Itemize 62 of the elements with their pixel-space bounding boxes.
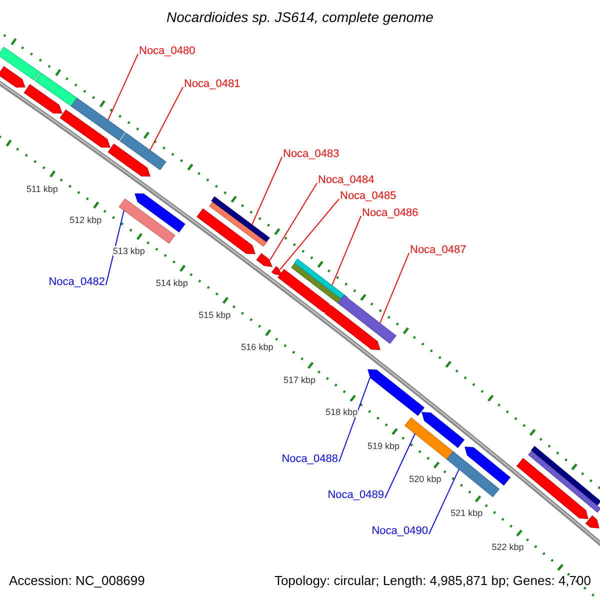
gene-feature xyxy=(422,412,465,448)
gene-label: Noca_0489 xyxy=(328,489,384,501)
scale-label: 518 kbp xyxy=(326,407,358,418)
gene-feature xyxy=(585,515,600,528)
leader-line xyxy=(384,433,416,498)
gene-block xyxy=(118,198,176,244)
gene-feature xyxy=(271,266,283,276)
gene-feature xyxy=(24,84,62,114)
leader-line xyxy=(106,210,124,286)
gene-block xyxy=(211,196,270,242)
scale-label: 521 kbp xyxy=(450,508,483,518)
gene-feature xyxy=(368,369,425,416)
scale-label: 514 kbp xyxy=(156,278,188,288)
scale-label: 519 kbp xyxy=(368,440,400,451)
gene-label: Noca_0480 xyxy=(139,45,196,57)
scale-label: 511 kbp xyxy=(26,184,58,194)
gene-feature xyxy=(516,458,588,520)
scale-label: 516 kbp xyxy=(241,342,274,352)
gene-feature xyxy=(196,208,256,254)
gene-label: Noca_0482 xyxy=(48,276,105,288)
gene-feature xyxy=(0,66,26,88)
gene-label: Noca_0488 xyxy=(282,453,338,465)
gene-feature xyxy=(464,446,511,486)
gene-block xyxy=(120,132,166,170)
gene-feature xyxy=(134,193,186,233)
gene-block xyxy=(34,72,78,108)
gene-label: Noca_0484 xyxy=(318,174,374,186)
gene-feature xyxy=(60,109,110,148)
gene-label: Noca_0487 xyxy=(410,244,466,256)
gene-block xyxy=(404,417,454,460)
gene-feature xyxy=(278,269,332,313)
gene-block xyxy=(530,446,600,506)
scale-label: 513 kbp xyxy=(112,246,145,256)
accession-text: Accession: NC_008699 xyxy=(9,573,145,588)
gene-label: Noca_0483 xyxy=(283,148,340,160)
gene-block xyxy=(446,451,500,498)
gene-label: Noca_0486 xyxy=(362,207,418,219)
gene-block xyxy=(528,450,600,513)
leader-line xyxy=(150,86,184,151)
scale-label: 520 kbp xyxy=(409,474,442,484)
gene-feature xyxy=(324,304,380,350)
leader-line xyxy=(108,54,138,121)
leader-line xyxy=(380,252,410,324)
diagram-title: Nocardioides sp. JS614, complete genome xyxy=(166,9,434,25)
scale-label: 515 kbp xyxy=(198,310,231,320)
scale-label: 517 kbp xyxy=(284,374,316,385)
gene-block xyxy=(209,202,267,247)
gene-feature xyxy=(256,253,272,267)
leader-line xyxy=(270,182,318,261)
gene-label: Noca_0481 xyxy=(184,78,240,90)
gene-label: Noca_0485 xyxy=(340,190,396,202)
scale-label: 512 kbp xyxy=(70,214,102,225)
leader-line xyxy=(428,468,460,534)
scale-label: 522 kbp xyxy=(492,542,524,552)
gene-block xyxy=(70,98,126,141)
gene-label: Noca_0490 xyxy=(372,525,428,537)
gene-feature xyxy=(108,144,150,176)
leader-line xyxy=(280,198,340,270)
gene-block xyxy=(0,46,40,81)
leader-line xyxy=(338,377,370,462)
gene-block xyxy=(338,294,397,344)
genome-info-text: Topology: circular; Length: 4,985,871 bp; Genes: 4,700 xyxy=(274,573,591,588)
